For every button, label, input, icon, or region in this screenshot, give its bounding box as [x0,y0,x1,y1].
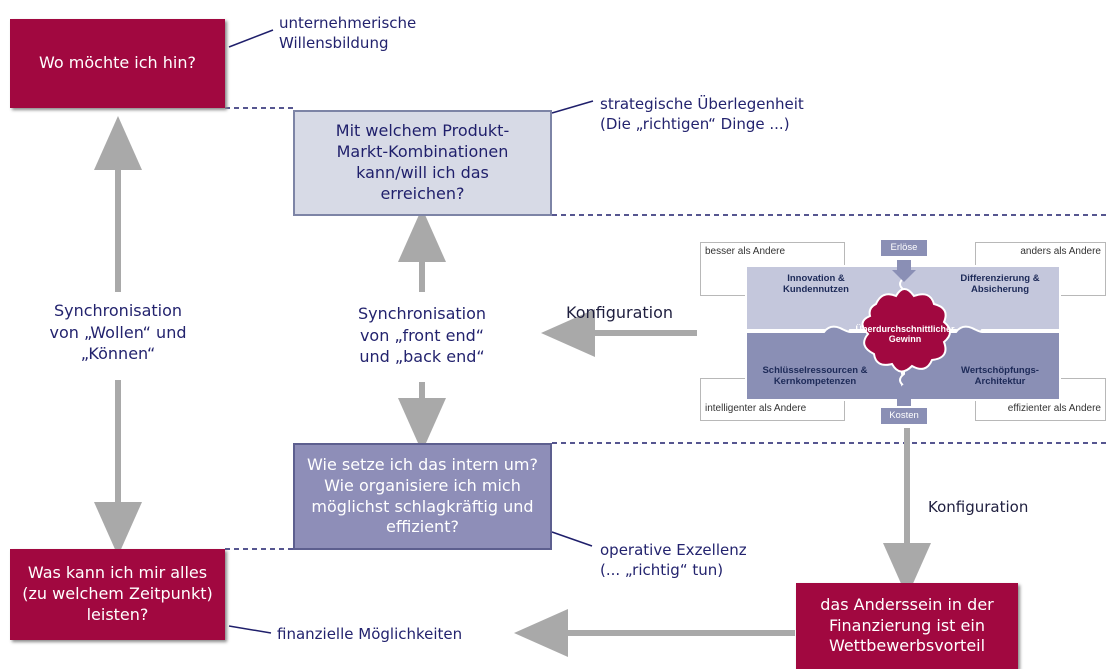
leader-financial [228,625,272,634]
config-v-text: Konfiguration [928,498,1029,516]
financial-note: finanzielle Möglichkeiten [277,624,462,644]
leader-will [228,29,274,48]
sync-mid-line1: Synchronisation [357,304,487,323]
product-market-box: Mit welchem Produkt-Markt-Kombinationen … [293,110,552,216]
leader-strategic [551,100,594,114]
strategic-note-line1: strategische Überlegenheit [600,95,804,113]
will-note-line2: Willensbildung [279,34,389,53]
operative-note-line2: (... „richtig“ tun) [600,561,724,580]
sync-mid-note: Synchronisation von „front end“ und „bac… [337,303,507,368]
afford-text: Was kann ich mir alles (zu welchem Zeitp… [22,563,213,624]
operative-note: operative Exzellenz (... „richtig“ tun) [600,540,747,581]
finance-diff-box: das Anderssein in der Finanzierung ist e… [796,583,1018,669]
sync-left-line3: „Können“ [80,344,156,364]
strategic-note-line2: (Die „richtigen“ Dinge ...) [600,115,790,134]
will-note-line1: unternehmerische [279,14,417,32]
piece-innovation-label: Innovation & Kundennutzen [783,273,849,295]
piece-value-chain-label: Wertschöpfungs- Architektur [961,365,1039,387]
sync-left-note: Synchronisation von „Wollen“ und „Können… [33,300,203,365]
config-h-text: Konfiguration [566,303,674,322]
will-note: unternehmerische Willensbildung [279,13,416,54]
internal-box: Wie setze ich das intern um? Wie organis… [293,443,552,550]
afford-box: Was kann ich mir alles (zu welchem Zeitp… [10,549,225,640]
product-market-text: Mit welchem Produkt-Markt-Kombinationen … [335,121,510,203]
goal-box: Wo möchte ich hin? [10,19,225,108]
operative-note-line1: operative Exzellenz [600,541,747,559]
business-model-puzzle: besser als Andere anders als Andere inte… [700,238,1106,426]
strategic-note: strategische Überlegenheit (Die „richtig… [600,94,804,135]
internal-text: Wie setze ich das intern um? Wie organis… [307,454,538,537]
sync-mid-line2: von „front end“ [359,325,485,345]
puzzle-pieces [745,260,1061,406]
goal-text: Wo möchte ich hin? [39,53,196,73]
financial-note-text: finanzielle Möglichkeiten [277,625,463,643]
leader-operative [551,531,593,547]
piece-differentiation-label: Differenzierung & Absicherung [960,273,1040,295]
cost-tab: Kosten [881,408,927,424]
finance-diff-text: das Anderssein in der Finanzierung ist e… [820,594,994,656]
config-v-note: Konfiguration [928,497,1028,517]
piece-resources-label: Schlüsselressourcen & Kernkompetenzen [762,365,868,387]
sync-left-line1: Synchronisation [53,301,183,320]
sync-left-line2: von „Wollen“ und [49,322,187,342]
center-profit-label: Überdurchschnittlicher Gewinn [855,324,955,345]
config-h-note: Konfiguration [566,302,673,324]
revenue-tab: Erlöse [881,240,927,256]
sync-mid-line3: und „back end“ [359,347,485,367]
